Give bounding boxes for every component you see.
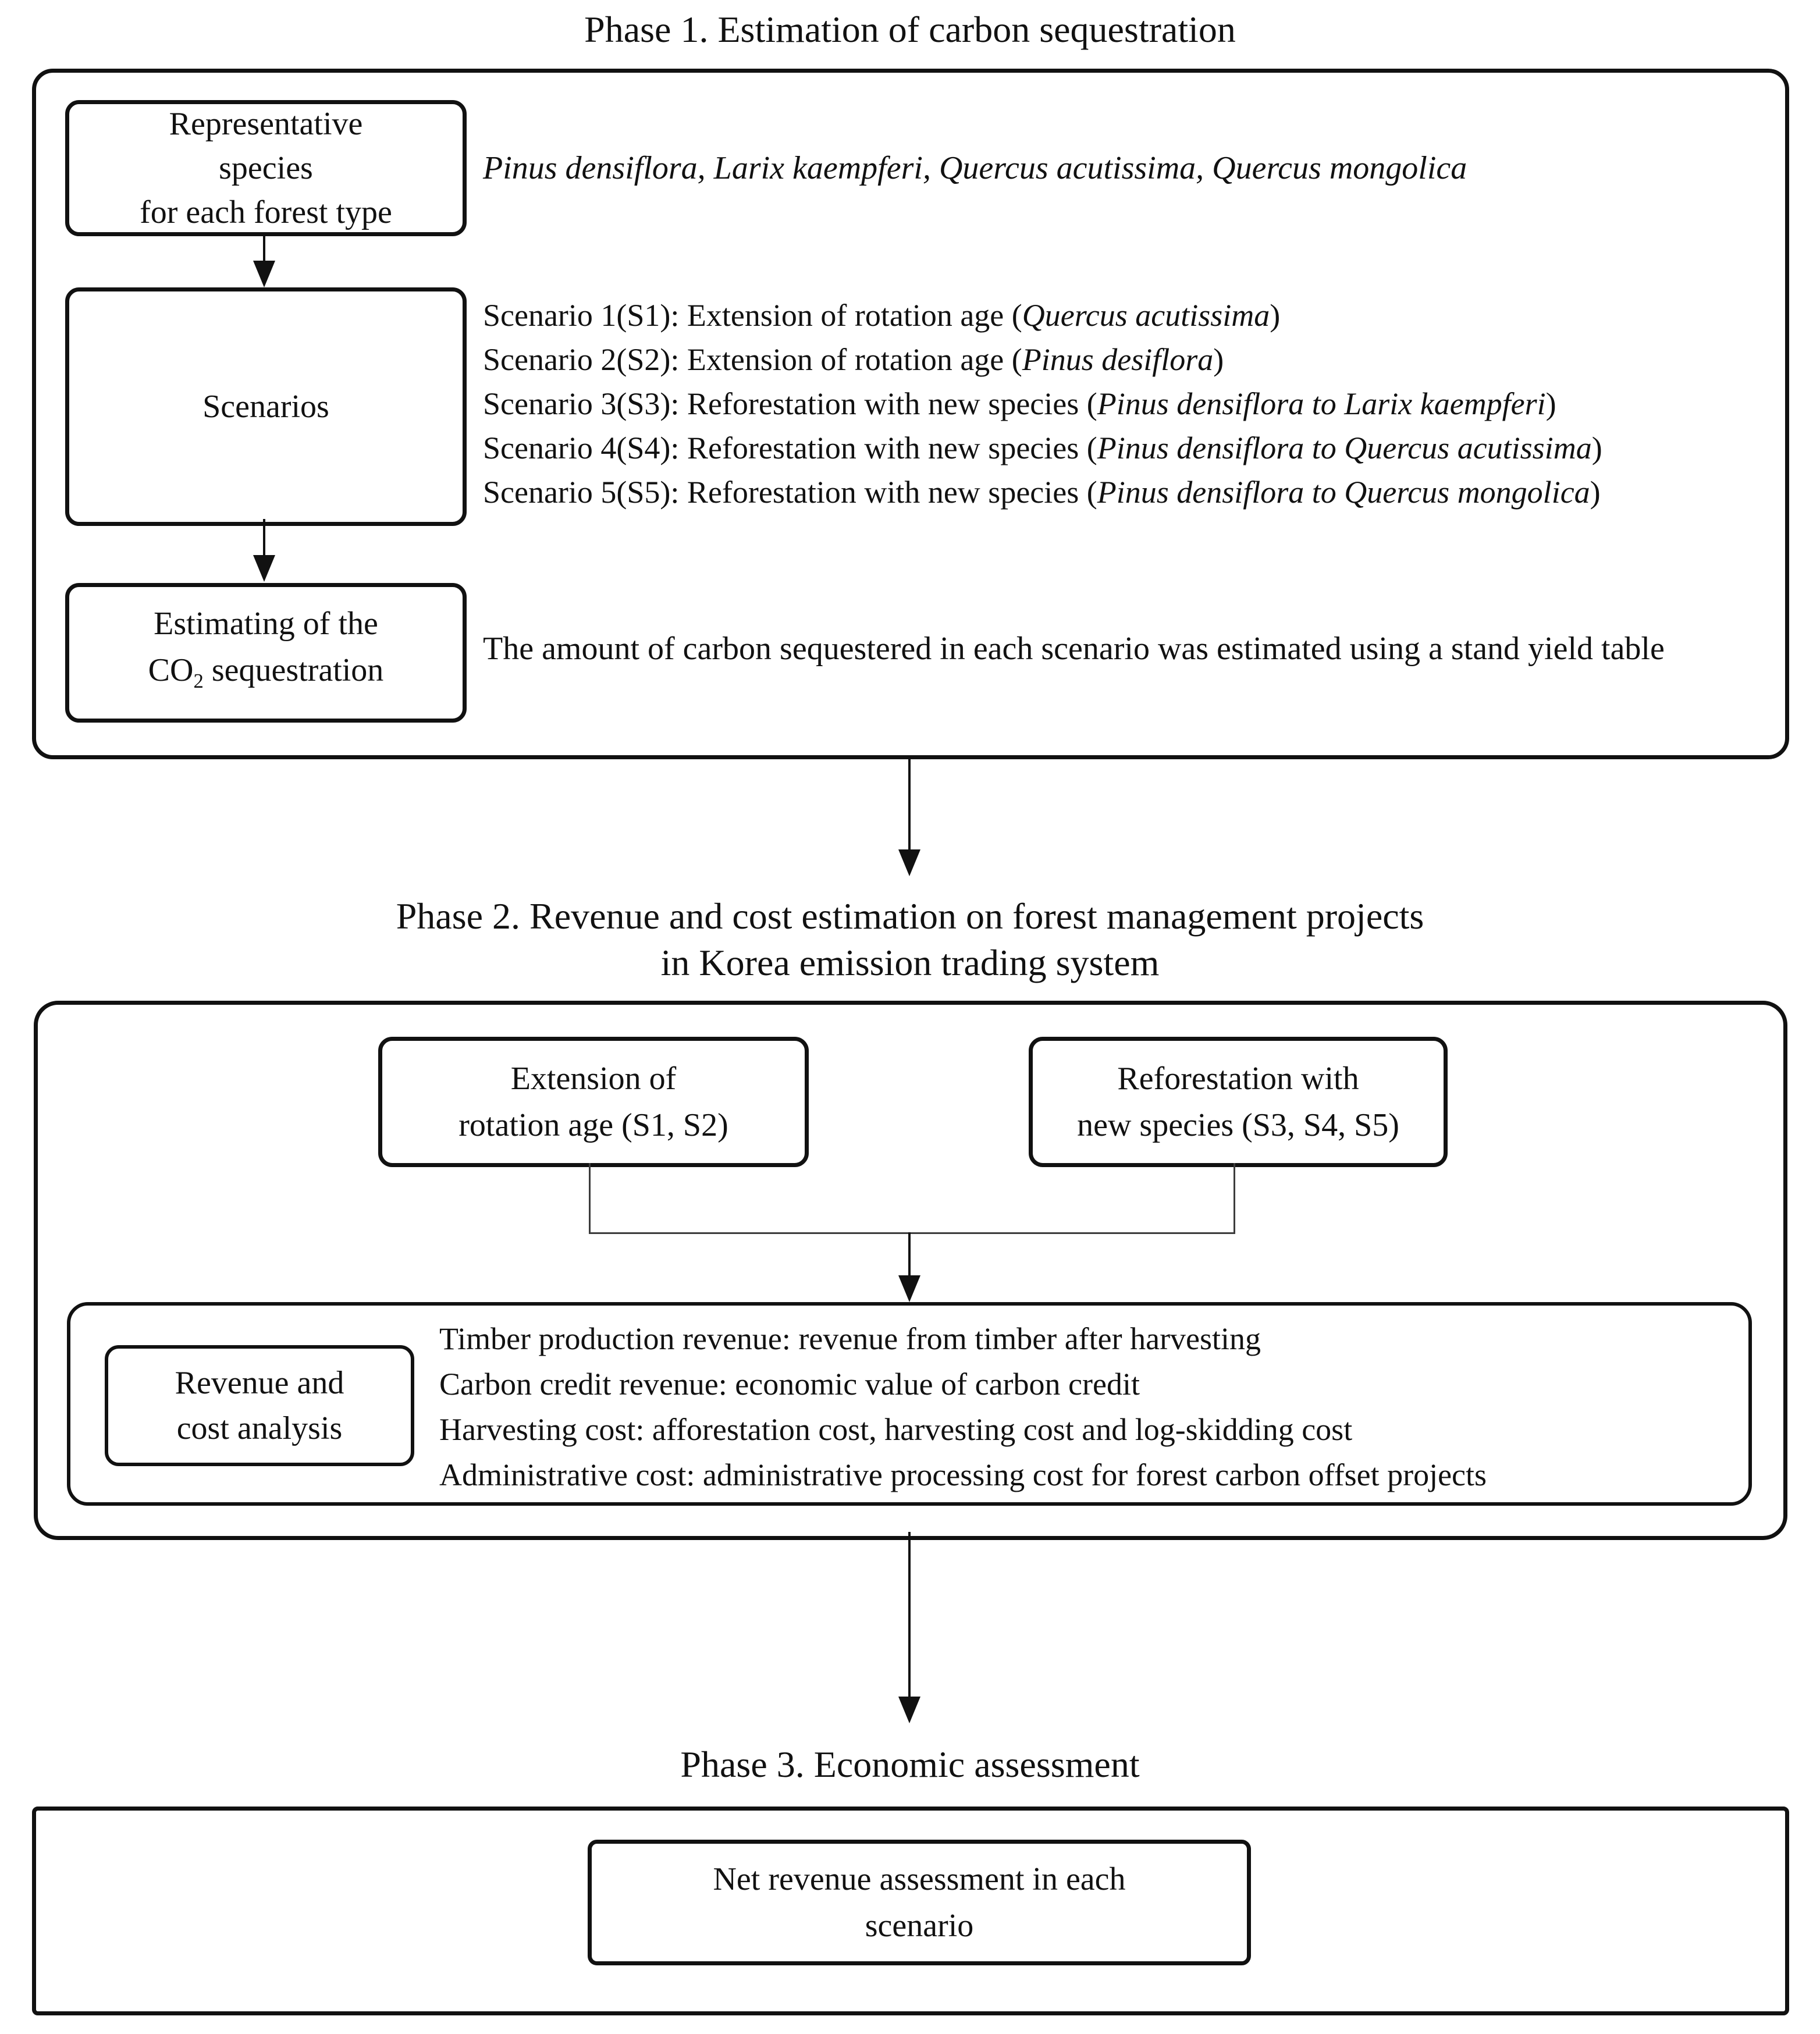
connector-line-horizontal: [589, 1232, 1235, 1234]
phase2-title-line1: Phase 2. Revenue and cost estimation on …: [396, 895, 1424, 937]
scenario-1-suffix: ): [1270, 298, 1281, 333]
representative-species-box: Representative species for each forest t…: [65, 100, 467, 236]
scenario-4-suffix: ): [1591, 431, 1602, 465]
scenario-item-1: Scenario 1(S1): Extension of rotation ag…: [483, 293, 1602, 337]
scenarios-box: Scenarios: [65, 287, 467, 526]
arrow-line-scenarios-to-estimating: [263, 519, 265, 556]
species-list-text: Pinus densiflora, Larix kaempferi, Querc…: [483, 150, 1467, 186]
analysis-line1: Revenue and: [175, 1365, 344, 1401]
scenario-2-suffix: ): [1213, 342, 1224, 377]
scenario-5-species: Pinus densiflora to Quercus mongolica: [1097, 475, 1590, 510]
scenario-item-5: Scenario 5(S5): Reforestation with new s…: [483, 470, 1602, 514]
scenario-3-species: Pinus densiflora to Larix kaempferi: [1097, 386, 1546, 421]
arrow-line-representative-to-scenarios: [263, 236, 265, 262]
net-revenue-box: Net revenue assessment in each scenario: [588, 1840, 1251, 1965]
estimating-line1: Estimating of the: [154, 606, 378, 642]
arrowhead-representative-to-scenarios: [253, 261, 275, 287]
net-revenue-line2: scenario: [865, 1908, 974, 1944]
scenario-4-text: Scenario 4(S4): Reforestation with new s…: [483, 431, 1097, 465]
scenario-item-2: Scenario 2(S2): Extension of rotation ag…: [483, 337, 1602, 382]
phase3-title: Phase 3. Economic assessment: [680, 1744, 1140, 1785]
analysis-item-1: Timber production revenue: revenue from …: [439, 1321, 1261, 1356]
scenario-list: Scenario 1(S1): Extension of rotation ag…: [483, 293, 1602, 514]
scenario-1-species: Quercus acutissima: [1022, 298, 1270, 333]
connector-line-reforestation: [1234, 1163, 1235, 1234]
representative-species-line2: species: [219, 150, 313, 186]
scenario-1-text: Scenario 1(S1): Extension of rotation ag…: [483, 298, 1022, 333]
representative-species-line1: Representative: [169, 106, 363, 142]
analysis-item-4: Administrative cost: administrative proc…: [439, 1457, 1487, 1492]
analysis-line2: cost analysis: [176, 1410, 343, 1446]
analysis-item-2: Carbon credit revenue: economic value of…: [439, 1367, 1140, 1402]
connector-line-extension: [589, 1163, 591, 1234]
phase1-title: Phase 1. Estimation of carbon sequestrat…: [584, 9, 1236, 50]
scenario-4-species: Pinus densiflora to Quercus acutissima: [1097, 431, 1592, 465]
scenario-2-text: Scenario 2(S2): Extension of rotation ag…: [483, 342, 1022, 377]
scenario-3-suffix: ): [1545, 386, 1556, 421]
reforestation-box: Reforestation with new species (S3, S4, …: [1029, 1037, 1448, 1167]
reforestation-line2: new species (S3, S4, S5): [1077, 1107, 1399, 1143]
analysis-item-3: Harvesting cost: afforestation cost, har…: [439, 1412, 1353, 1447]
revenue-cost-analysis-box: Revenue and cost analysis: [105, 1345, 414, 1466]
arrowhead-phase2-to-phase3: [898, 1697, 920, 1723]
extension-rotation-box: Extension of rotation age (S1, S2): [378, 1037, 809, 1167]
net-revenue-line1: Net revenue assessment in each: [713, 1861, 1126, 1897]
arrowhead-scenarios-to-estimating: [253, 555, 275, 582]
reforestation-line1: Reforestation with: [1117, 1061, 1359, 1097]
arrowhead-phase1-to-phase2: [898, 849, 920, 876]
arrowhead-to-analysis: [898, 1275, 920, 1302]
scenarios-box-label: Scenarios: [202, 389, 329, 425]
representative-species-line3: for each forest type: [140, 194, 392, 230]
estimating-note-text: The amount of carbon sequestered in each…: [483, 631, 1665, 667]
scenario-5-suffix: ): [1590, 475, 1601, 510]
estimating-co2-box: Estimating of the CO2 sequestration: [65, 583, 467, 723]
scenario-item-4: Scenario 4(S4): Reforestation with new s…: [483, 426, 1602, 470]
extension-line1: Extension of: [510, 1061, 677, 1097]
co2-subscript: 2: [193, 670, 204, 693]
scenario-3-text: Scenario 3(S3): Reforestation with new s…: [483, 386, 1097, 421]
scenario-5-text: Scenario 5(S5): Reforestation with new s…: [483, 475, 1097, 510]
arrow-line-phase2-to-phase3: [908, 1532, 911, 1698]
co2-text: CO: [148, 652, 194, 689]
extension-line2: rotation age (S1, S2): [458, 1107, 728, 1143]
arrow-line-phase1-to-phase2: [908, 755, 911, 851]
analysis-item-list: Timber production revenue: revenue from …: [439, 1316, 1487, 1498]
arrow-line-to-analysis: [908, 1232, 911, 1276]
scenario-2-species: Pinus desiflora: [1022, 342, 1214, 377]
sequestration-text: sequestration: [203, 652, 384, 689]
scenario-item-3: Scenario 3(S3): Reforestation with new s…: [483, 382, 1602, 426]
estimating-line2: CO2 sequestration: [148, 647, 384, 705]
phase2-title-line2: in Korea emission trading system: [660, 942, 1160, 983]
